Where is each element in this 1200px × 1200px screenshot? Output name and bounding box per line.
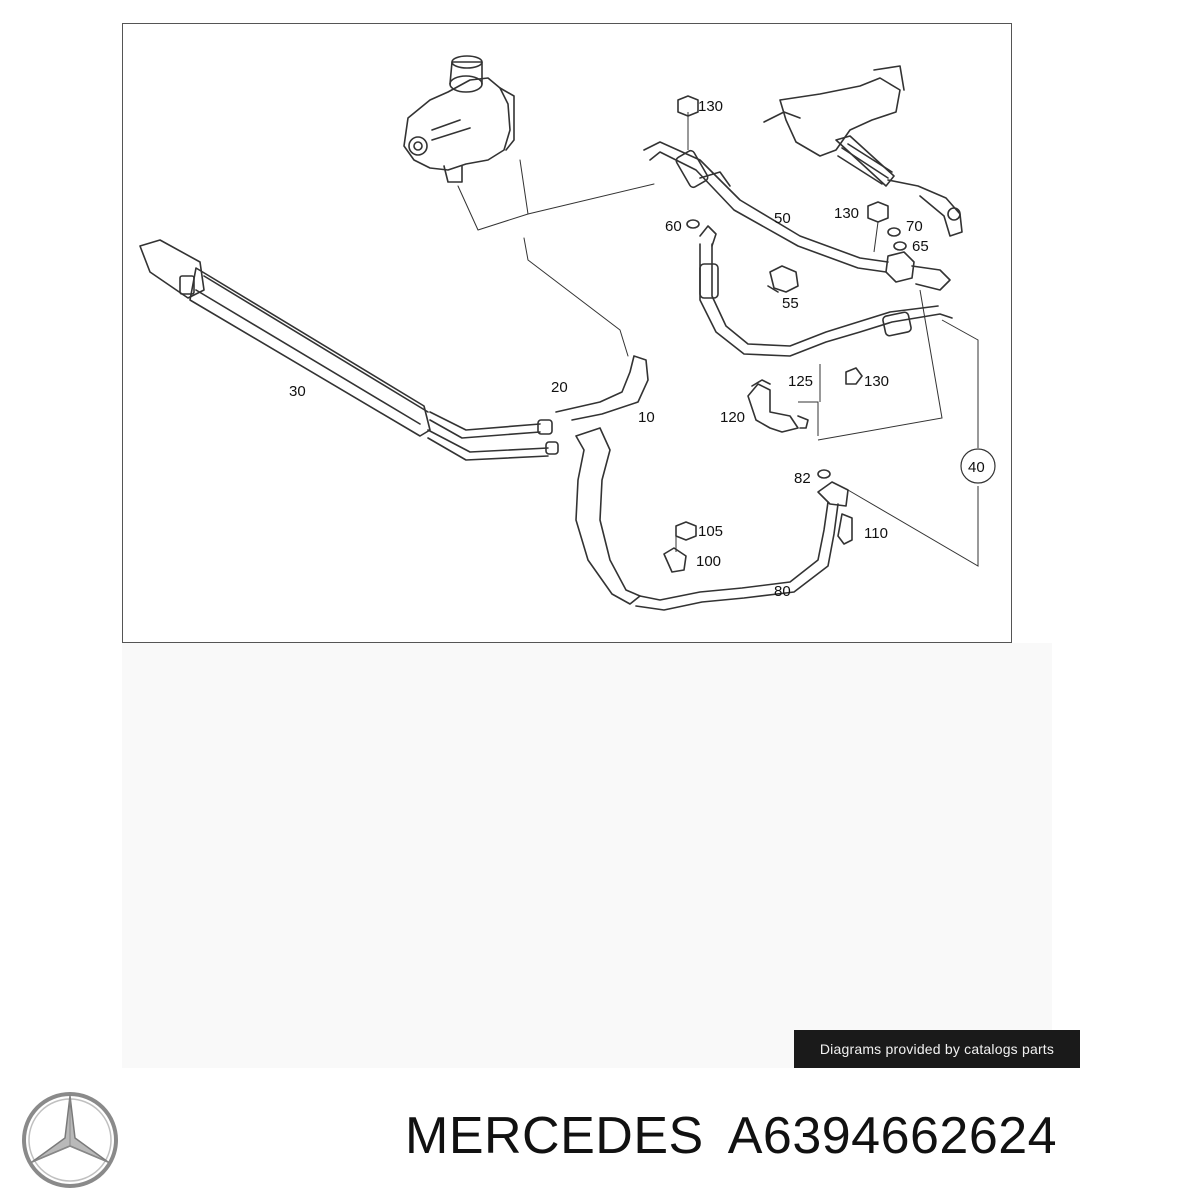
callout-60: 60 xyxy=(665,218,682,235)
callout-130-top: 130 xyxy=(698,98,723,115)
watermark-banner: Diagrams provided by catalogs parts xyxy=(794,1030,1080,1068)
oil-cooler-drawing xyxy=(139,239,431,437)
callout-65: 65 xyxy=(912,238,929,255)
callout-circle-40 xyxy=(960,448,996,484)
callout-82: 82 xyxy=(794,470,811,487)
mercedes-star-icon xyxy=(22,1092,118,1188)
part-number: A6394662624 xyxy=(727,1107,1058,1165)
pump-reservoir-drawing xyxy=(403,55,515,183)
callout-130-right: 130 xyxy=(834,205,859,222)
callout-30: 30 xyxy=(289,383,306,400)
brand-name: MERCEDES xyxy=(405,1107,704,1165)
steering-gear-drawing xyxy=(763,65,963,237)
parts-diagram: 130 50 60 130 70 65 55 30 20 10 125 130 … xyxy=(139,55,996,611)
callout-20: 20 xyxy=(551,379,568,396)
callout-105: 105 xyxy=(698,523,723,540)
callout-40: 40 xyxy=(968,459,985,476)
diagram-frame xyxy=(122,23,1012,643)
part-title: MERCEDES A6394662624 xyxy=(405,1106,1057,1166)
callout-50: 50 xyxy=(774,210,791,227)
background-panel xyxy=(122,643,1052,1068)
callout-100: 100 xyxy=(696,553,721,570)
callout-55: 55 xyxy=(782,295,799,312)
callout-120: 120 xyxy=(720,409,745,426)
callout-80: 80 xyxy=(774,583,791,600)
callout-110: 110 xyxy=(864,525,888,542)
callout-70: 70 xyxy=(906,218,923,235)
callout-130-lower: 130 xyxy=(864,373,889,390)
callout-10: 10 xyxy=(638,409,655,426)
callout-125: 125 xyxy=(788,373,813,390)
